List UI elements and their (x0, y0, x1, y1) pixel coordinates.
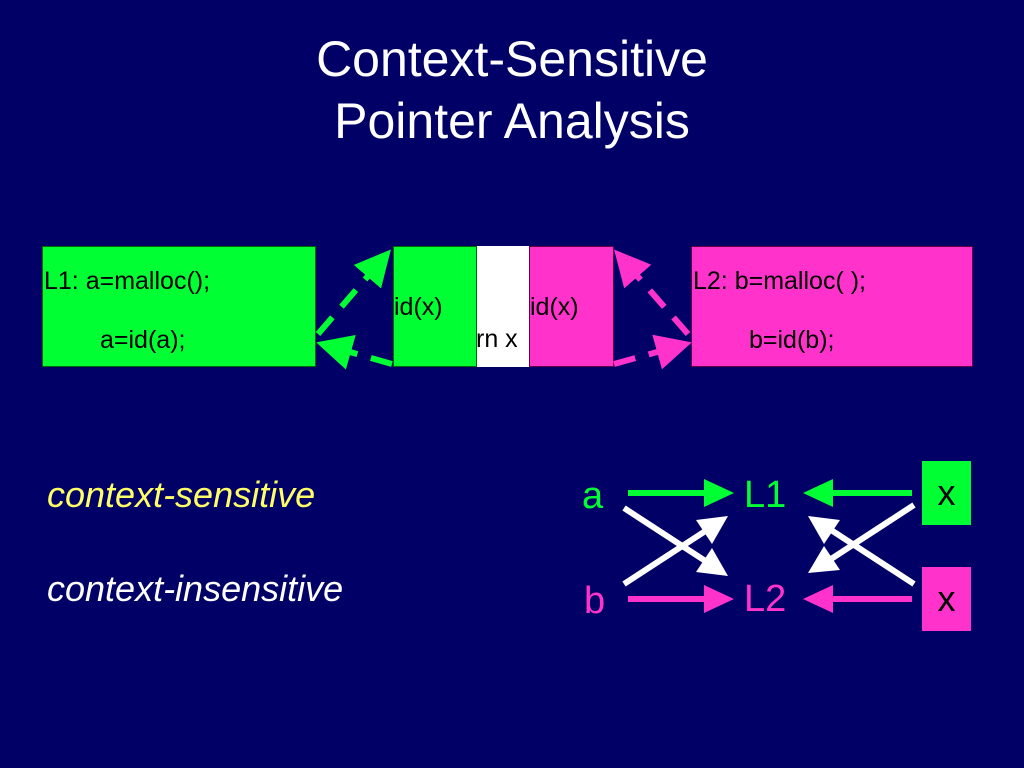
code-id-pink-text: id(x) (530, 293, 579, 321)
code-box-id-pink: id(x) (529, 246, 614, 367)
code-box-l2: L2: b=malloc( ); b=id(b); (691, 246, 973, 367)
edge-x-l2-insensitive (826, 502, 916, 564)
code-return-text: rn x (476, 325, 518, 353)
edge-x-l1-insensitive (826, 525, 916, 587)
edge-x-l1-insensitive-head (808, 516, 840, 544)
legend-context-insensitive: context-insensitive (47, 568, 344, 609)
edge-x-l1-head (803, 479, 833, 507)
code-line-l2-malloc: L2: b=malloc( ); (693, 267, 866, 295)
edge-a-l1-head (704, 479, 734, 507)
edge-b-l1-insensitive (622, 525, 712, 587)
code-box-id-green: id(x) (393, 246, 477, 367)
node-b: b (584, 580, 606, 622)
call-edge-green (315, 249, 391, 336)
code-id-green-text: id(x) (394, 293, 443, 321)
code-box-return: rn x (476, 246, 530, 367)
edge-x-l2-head (803, 585, 833, 613)
node-l1: L1 (744, 474, 787, 516)
edge-b-l1-head (696, 516, 728, 544)
node-a: a (582, 475, 604, 517)
legend-context-sensitive: context-sensitive (47, 474, 316, 515)
edge-a-l2-insensitive (622, 505, 712, 567)
title-line-1: Context-Sensitive (316, 31, 708, 87)
code-line-l1-malloc: L1: a=malloc(); (44, 267, 211, 295)
node-l2: L2 (744, 578, 787, 620)
call-edge-pink (613, 334, 692, 370)
code-box-l1: L1: a=malloc(); a=id(a); (42, 246, 316, 367)
edge-b-l2-head (704, 585, 734, 613)
code-line-b-id: b=id(b); (749, 326, 835, 354)
code-line-a-id: a=id(a); (100, 326, 186, 354)
edge-x-l2-insensitive-head (808, 546, 840, 573)
edge-a-l2-head (696, 548, 728, 576)
return-edge-green (316, 334, 393, 370)
title-line-2: Pointer Analysis (334, 93, 690, 149)
node-x-pink: x (922, 567, 971, 631)
return-edge-pink (614, 249, 691, 336)
slide-title: Context-Sensitive Pointer Analysis (0, 28, 1024, 152)
node-x-green: x (922, 461, 971, 525)
